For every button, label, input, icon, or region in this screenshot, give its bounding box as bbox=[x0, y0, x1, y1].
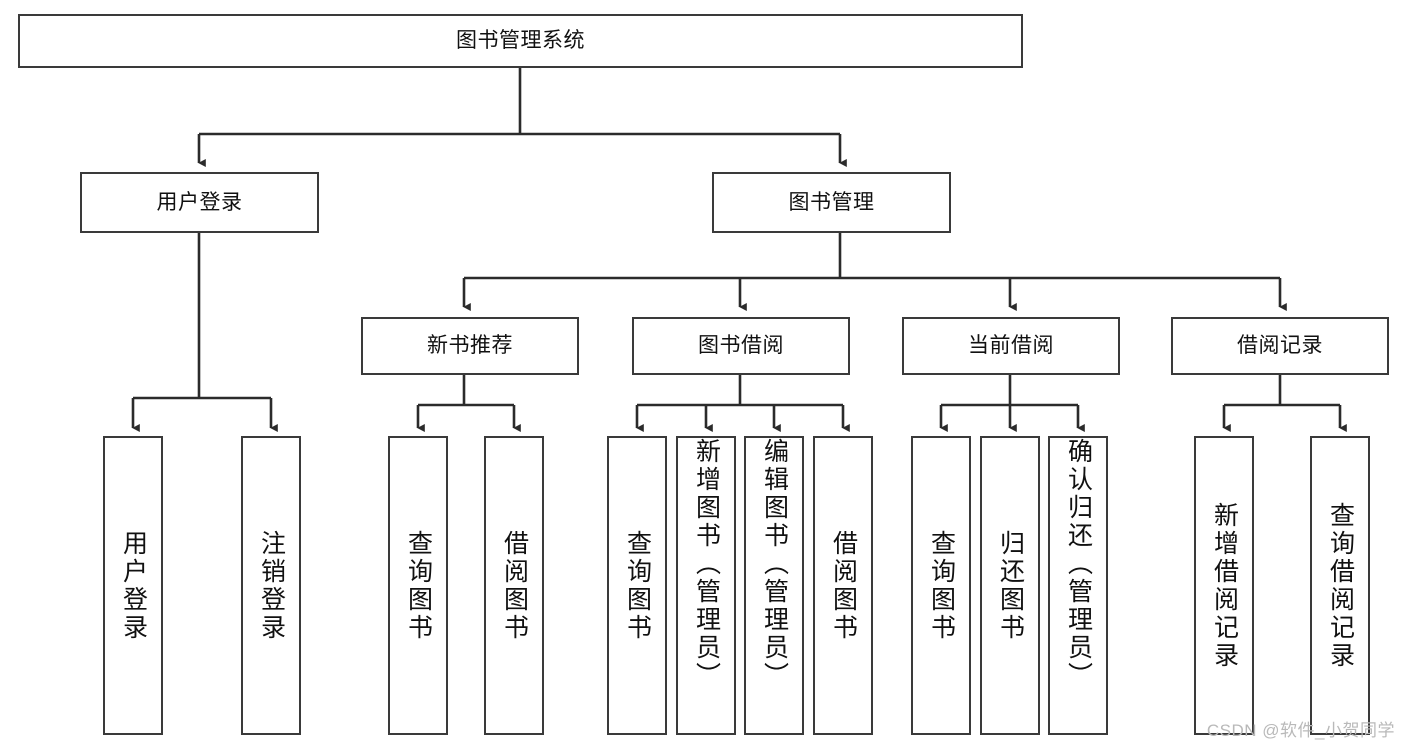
leaf-user-login-logout[interactable]: 注销登录 bbox=[241, 436, 301, 735]
node-label: 新书推荐 bbox=[427, 334, 513, 358]
node-label: 图书管理系统 bbox=[456, 29, 585, 53]
node-label: 图书借阅 bbox=[698, 334, 784, 358]
node-new-book-recommend[interactable]: 新书推荐 bbox=[361, 317, 579, 375]
node-label: 借阅图书 bbox=[500, 529, 529, 642]
node-label: 借阅记录 bbox=[1237, 334, 1323, 358]
node-root-book-management-system[interactable]: 图书管理系统 bbox=[18, 14, 1023, 68]
leaf-recommend-query-book[interactable]: 查询图书 bbox=[388, 436, 448, 735]
node-label: 编辑图书（管理员） bbox=[760, 438, 789, 690]
node-label: 当前借阅 bbox=[968, 334, 1054, 358]
node-label: 新增图书（管理员） bbox=[692, 438, 721, 690]
leaf-borrow-add-book-admin[interactable]: 新增图书（管理员） bbox=[676, 436, 736, 735]
node-book-borrow[interactable]: 图书借阅 bbox=[632, 317, 850, 375]
leaf-current-confirm-return-admin[interactable]: 确认归还（管理员） bbox=[1048, 436, 1108, 735]
node-book-management[interactable]: 图书管理 bbox=[712, 172, 951, 233]
node-label: 查询图书 bbox=[623, 529, 652, 642]
node-label: 借阅图书 bbox=[829, 529, 858, 642]
leaf-current-return-book[interactable]: 归还图书 bbox=[980, 436, 1040, 735]
node-label: 图书管理 bbox=[788, 190, 875, 214]
leaf-borrow-edit-book-admin[interactable]: 编辑图书（管理员） bbox=[744, 436, 804, 735]
leaf-records-query-record[interactable]: 查询借阅记录 bbox=[1310, 436, 1370, 735]
node-label: 用户登录 bbox=[119, 529, 148, 642]
node-user-login[interactable]: 用户登录 bbox=[80, 172, 319, 233]
leaf-records-add-record[interactable]: 新增借阅记录 bbox=[1194, 436, 1254, 735]
node-label: 查询借阅记录 bbox=[1326, 501, 1355, 670]
node-label: 查询图书 bbox=[927, 529, 956, 642]
leaf-borrow-borrow-book[interactable]: 借阅图书 bbox=[813, 436, 873, 735]
leaf-current-query-book[interactable]: 查询图书 bbox=[911, 436, 971, 735]
node-label: 新增借阅记录 bbox=[1210, 501, 1239, 670]
leaf-recommend-borrow-book[interactable]: 借阅图书 bbox=[484, 436, 544, 735]
node-label: 确认归还（管理员） bbox=[1064, 438, 1093, 690]
node-current-borrow[interactable]: 当前借阅 bbox=[902, 317, 1120, 375]
node-label: 用户登录 bbox=[156, 190, 243, 214]
node-label: 注销登录 bbox=[257, 529, 286, 642]
node-borrow-records[interactable]: 借阅记录 bbox=[1171, 317, 1389, 375]
leaf-user-login-login[interactable]: 用户登录 bbox=[103, 436, 163, 735]
leaf-borrow-query-book[interactable]: 查询图书 bbox=[607, 436, 667, 735]
node-label: 查询图书 bbox=[404, 529, 433, 642]
node-label: 归还图书 bbox=[996, 529, 1025, 642]
